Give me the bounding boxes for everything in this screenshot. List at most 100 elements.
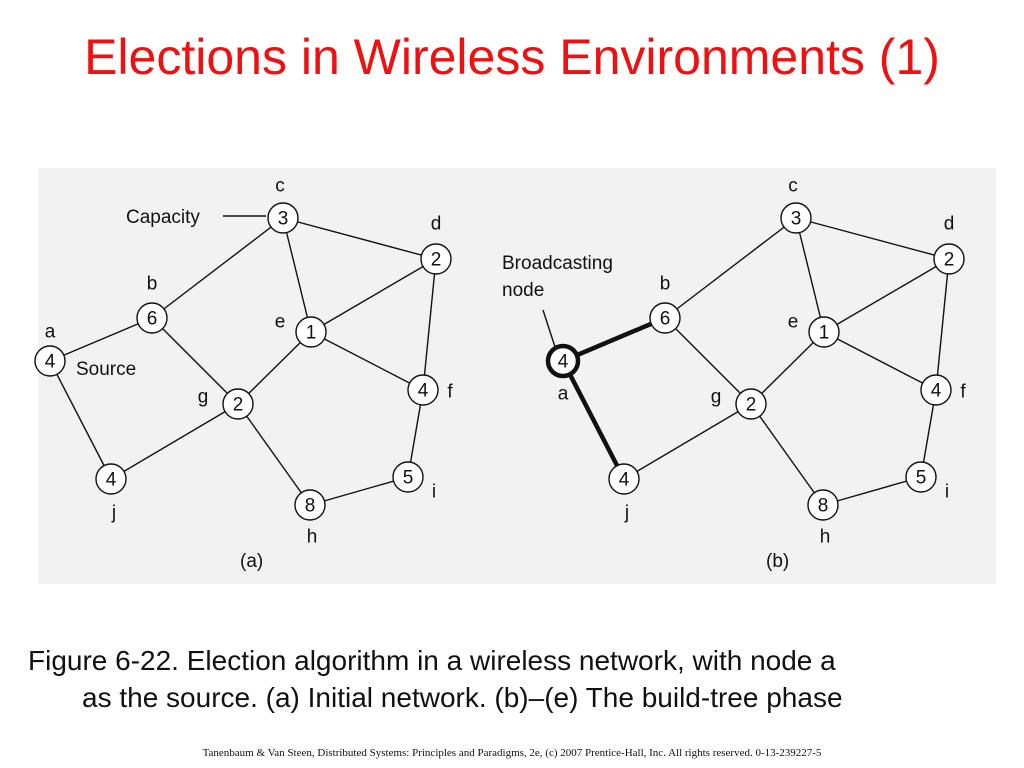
node-capacity-b: 6 — [147, 309, 158, 330]
node-i: 5 — [392, 461, 424, 493]
node-name-j: j — [624, 503, 629, 524]
node-e: 1 — [808, 316, 840, 348]
panel-b-label: (b) — [766, 551, 789, 572]
node-e: 1 — [295, 316, 327, 348]
node-name-i: i — [432, 482, 436, 503]
highlighted-edge-a-b — [562, 315, 666, 364]
node-circle-e — [808, 316, 840, 348]
broadcasting-annotation-line2: node — [502, 280, 544, 301]
node-d: 2 — [933, 243, 965, 275]
node-name-e: e — [788, 312, 799, 333]
node-name-f: f — [447, 382, 453, 403]
node-c: 3 — [267, 202, 299, 234]
node-name-i: i — [945, 482, 949, 503]
node-circle-j — [95, 463, 127, 495]
node-j: 4 — [95, 463, 127, 495]
node-capacity-i: 5 — [916, 468, 927, 489]
node-capacity-b: 6 — [660, 309, 671, 330]
edge-g-h — [750, 403, 824, 506]
node-capacity-i: 5 — [403, 468, 414, 489]
node-name-e: e — [275, 312, 286, 333]
node-capacity-e: 1 — [306, 323, 317, 344]
node-name-h: h — [307, 527, 318, 548]
node-circle-j — [608, 463, 640, 495]
node-capacity-c: 3 — [278, 209, 289, 230]
node-circle-i — [392, 461, 424, 493]
node-c: 3 — [780, 202, 812, 234]
panel-a-label: (a) — [240, 551, 263, 572]
node-j: 4 — [608, 463, 640, 495]
node-name-c: c — [275, 176, 285, 197]
node-a: 4 — [545, 343, 581, 379]
node-b: 6 — [649, 302, 681, 334]
edge-d-f — [935, 258, 950, 391]
node-name-g: g — [711, 387, 722, 408]
edge-b-c — [664, 217, 797, 319]
node-name-b: b — [147, 274, 158, 295]
node-b: 6 — [136, 302, 168, 334]
edge-h-i — [822, 476, 922, 506]
edge-b-g — [151, 317, 239, 405]
node-circle-c — [780, 202, 812, 234]
edge-g-j — [110, 403, 239, 480]
node-capacity-c: 3 — [791, 209, 802, 230]
caption-line-1: Figure 6-22. Election algorithm in a wir… — [28, 645, 836, 676]
edge-g-h — [237, 403, 311, 506]
edge-c-e — [282, 217, 312, 333]
broadcasting-annotation-line1: Broadcasting — [502, 253, 613, 274]
capacity-annotation: Capacity — [126, 207, 200, 228]
edge-d-e — [310, 258, 437, 333]
slide-title: Elections in Wireless Environments (1) — [84, 29, 940, 85]
node-circle-d — [420, 243, 452, 275]
edge-e-f — [823, 331, 937, 391]
edges-a — [49, 217, 437, 506]
highlighted-edge-a-j — [561, 359, 626, 481]
edges-b — [561, 217, 950, 506]
edge-e-g — [237, 331, 312, 405]
source-annotation: Source — [76, 359, 136, 380]
node-capacity-e: 1 — [819, 323, 830, 344]
node-circle-a — [34, 345, 66, 377]
node-h: 8 — [294, 489, 326, 521]
edge-b-g — [664, 317, 752, 405]
node-circle-h — [294, 489, 326, 521]
edge-c-d — [795, 217, 950, 260]
node-circle-c — [267, 202, 299, 234]
node-h: 8 — [807, 489, 839, 521]
edge-c-e — [795, 217, 825, 333]
node-d: 2 — [420, 243, 452, 275]
node-f: 4 — [920, 374, 952, 406]
node-capacity-f: 4 — [418, 381, 429, 402]
node-capacity-j: 4 — [106, 470, 117, 491]
edge-h-i — [309, 476, 409, 506]
node-circle-b — [136, 302, 168, 334]
node-capacity-a: 4 — [558, 352, 569, 373]
copyright-footer: Tanenbaum & Van Steen, Distributed Syste… — [202, 747, 822, 759]
figure-caption: Figure 6-22. Election algorithm in a wir… — [28, 642, 1012, 716]
node-capacity-h: 8 — [818, 496, 829, 517]
edge-e-f — [310, 331, 424, 391]
node-name-j: j — [111, 503, 116, 524]
caption-line-2: as the source. (a) Initial network. (b)–… — [82, 682, 843, 713]
node-f: 4 — [407, 374, 439, 406]
node-circle-a — [545, 343, 581, 379]
node-circle-i — [905, 461, 937, 493]
node-capacity-g: 2 — [746, 395, 757, 416]
node-circle-b — [649, 302, 681, 334]
node-circle-d — [933, 243, 965, 275]
edge-g-j — [623, 403, 752, 480]
broadcasting-pointer — [542, 309, 557, 351]
node-name-a: a — [558, 384, 569, 405]
node-name-d: d — [944, 214, 955, 235]
edge-d-e — [823, 258, 950, 333]
node-capacity-d: 2 — [431, 250, 442, 271]
node-circle-h — [807, 489, 839, 521]
node-i: 5 — [905, 461, 937, 493]
node-a: 4 — [34, 345, 66, 377]
node-g: 2 — [222, 388, 254, 420]
